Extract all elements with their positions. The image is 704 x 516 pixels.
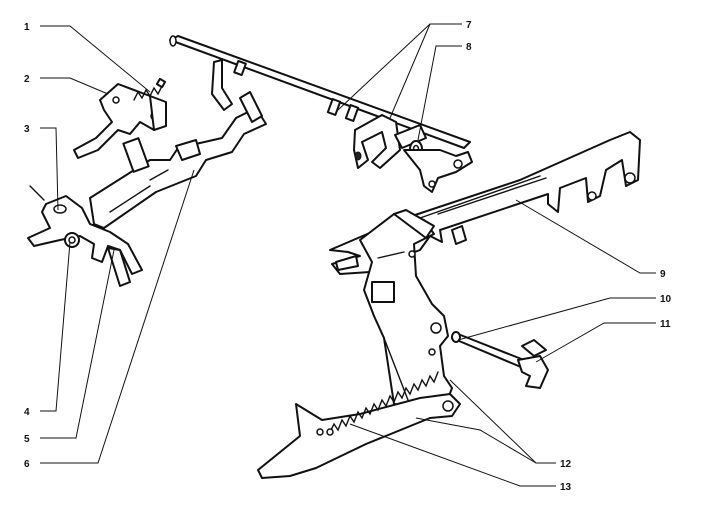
slotted-link-bar [89, 91, 267, 229]
pivot-pin-assembly [451, 331, 549, 389]
leader-lines [40, 23, 656, 487]
main-vertical-lever [359, 209, 453, 409]
callout-8: 8 [466, 42, 472, 53]
callout-1: 1 [24, 22, 30, 33]
upper-left-bracket [73, 77, 167, 159]
callout-6: 6 [24, 459, 30, 470]
callout-7: 7 [466, 20, 472, 31]
upper-shaft-assembly [169, 35, 473, 193]
left-latch-assembly [27, 185, 143, 287]
callout-labels: 1 2 3 4 5 6 7 8 9 10 11 12 13 [24, 20, 672, 493]
callout-9: 9 [660, 269, 666, 280]
spring-and-base-plate [257, 371, 461, 479]
callout-10: 10 [660, 294, 672, 305]
callout-12: 12 [560, 459, 572, 470]
callout-5: 5 [24, 434, 30, 445]
callout-2: 2 [24, 74, 30, 85]
callout-11: 11 [660, 319, 671, 330]
callout-3: 3 [24, 124, 30, 135]
callout-13: 13 [560, 482, 572, 493]
callout-4: 4 [24, 407, 30, 418]
